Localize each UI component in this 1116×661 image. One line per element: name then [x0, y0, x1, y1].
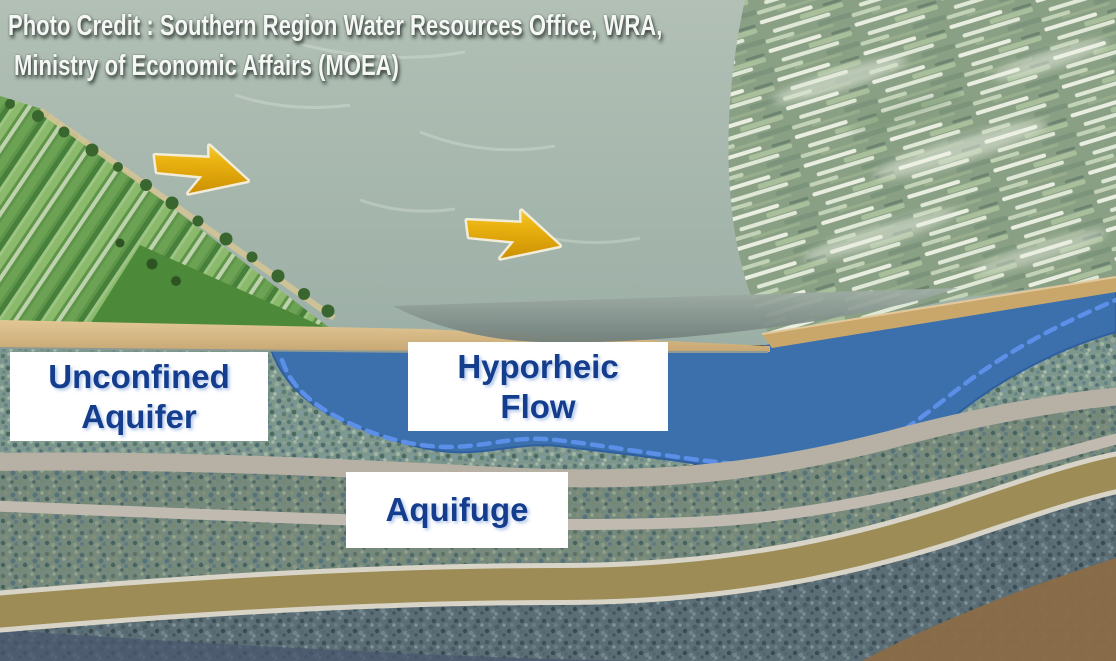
braided-highlights — [772, 40, 1108, 275]
sand-bank-right — [762, 277, 1116, 348]
brown-corner-layer — [862, 558, 1116, 661]
bedrock-dark-layer — [0, 630, 640, 661]
label-unconfined-aquifer-line2: Aquifer — [81, 397, 197, 435]
photo-credit-line2-text: Ministry of Economic Affairs (MOEA) — [14, 50, 399, 82]
strata-gravel-deep — [0, 472, 1116, 661]
flow-arrow-icon — [152, 143, 251, 196]
farmland — [0, 96, 336, 332]
photo-credit-line1: Photo Credit : Southern Region Water Res… — [8, 6, 869, 46]
aquifuge-sand-layer — [0, 451, 1116, 633]
label-unconfined-aquifer-line1: Unconfined — [48, 357, 230, 395]
strata-gravel-mid1 — [0, 396, 1116, 525]
label-hyporheic-flow: Hyporheic Flow — [408, 342, 668, 431]
label-hyporheic-flow-line2: Flow — [500, 387, 576, 425]
photo-credit: Photo Credit : Southern Region Water Res… — [8, 6, 869, 86]
label-aquifuge-text: Aquifuge — [385, 491, 529, 528]
sand-bank-right-edge — [761, 276, 1116, 335]
aquitard-gray-band-2 — [0, 433, 1116, 531]
label-hyporheic-flow-line1: Hyporheic — [457, 347, 619, 385]
label-unconfined-aquifer: Unconfined Aquifer — [10, 352, 268, 441]
braided-channel — [728, 0, 1116, 338]
hyporheic-boundary-dashed-line — [279, 297, 1116, 470]
aquitard-gray-band-1 — [0, 387, 1116, 488]
river-water-cut-face — [393, 288, 958, 343]
label-aquifuge: Aquifuge — [346, 472, 568, 548]
photo-credit-line1-text: Photo Credit : Southern Region Water Res… — [8, 10, 663, 42]
photo-credit-line2: Ministry of Economic Affairs (MOEA) — [14, 46, 869, 86]
flow-arrow-icon — [464, 208, 563, 261]
tree-row — [5, 99, 335, 318]
